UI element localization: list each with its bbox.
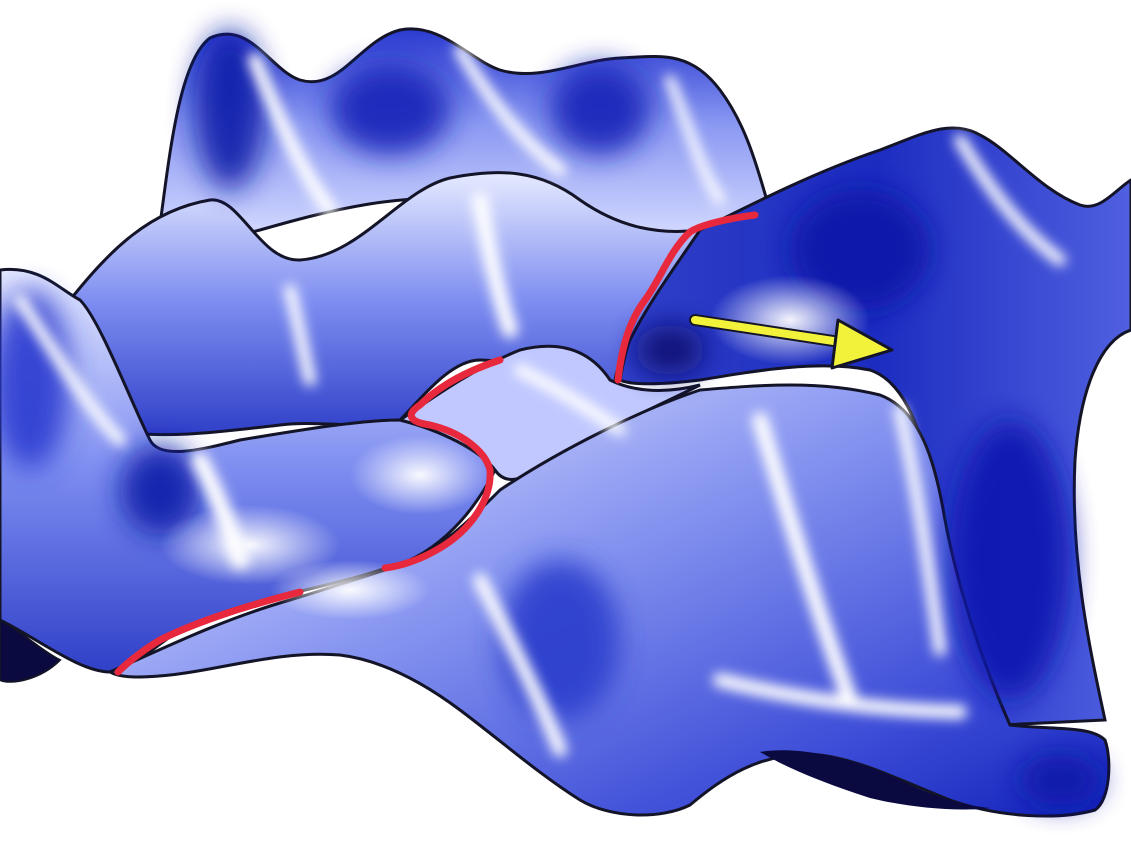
wavefront-line-lower xyxy=(114,588,304,676)
wavefront-line-middle xyxy=(381,356,504,572)
arrow-right-icon xyxy=(689,314,894,370)
wavefront-lines xyxy=(114,211,759,676)
wavefront-line-upper xyxy=(614,211,759,384)
crest-highlights xyxy=(14,44,1066,757)
bottom-underside xyxy=(760,750,990,810)
left-underside xyxy=(0,618,62,683)
light-patches xyxy=(160,275,870,620)
